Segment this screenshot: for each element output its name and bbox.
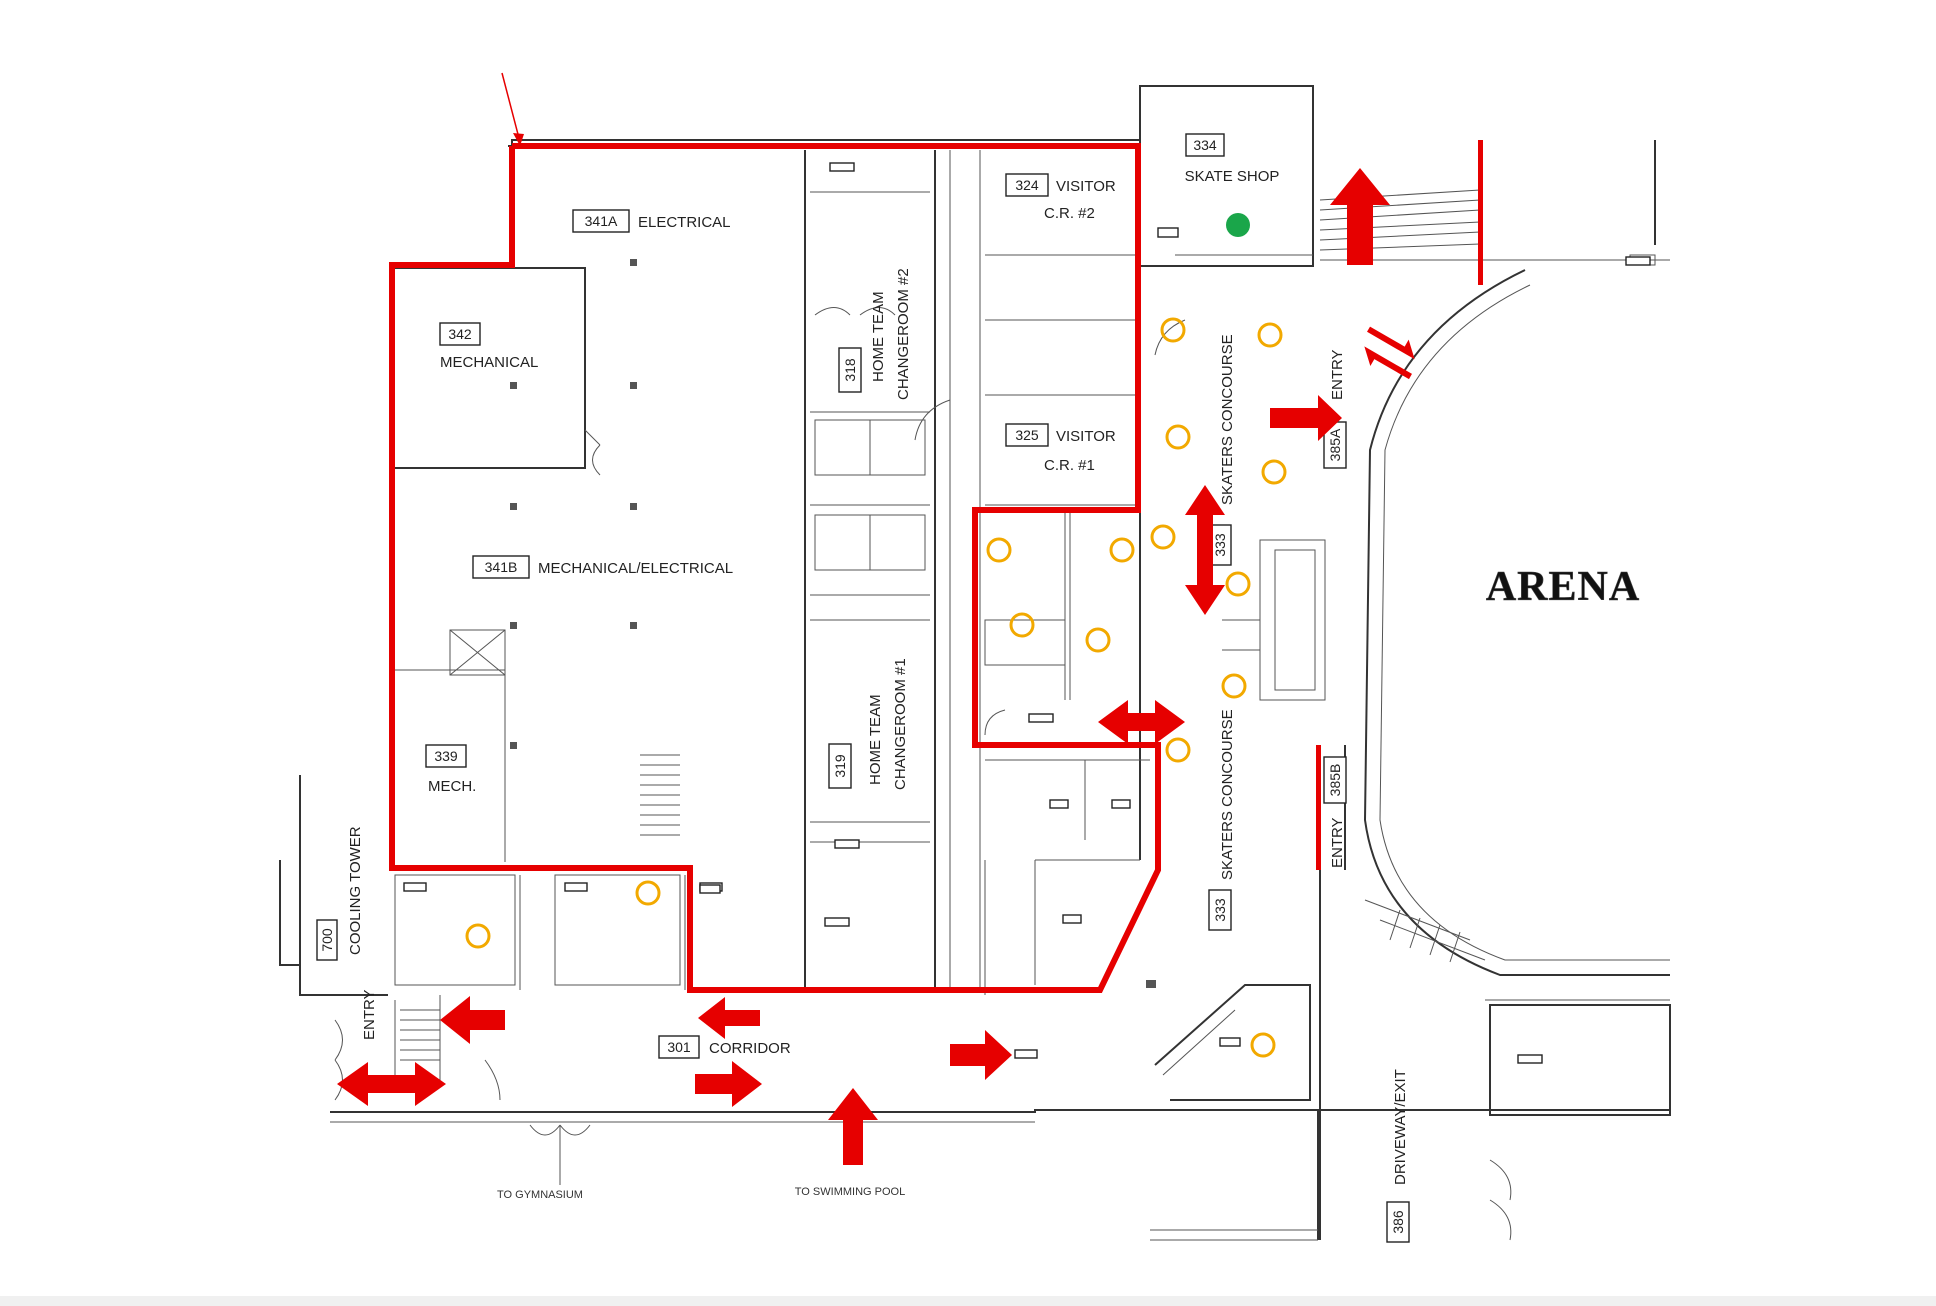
arrow-horizontal-corridor [1098, 700, 1185, 744]
room-342-name: MECHANICAL [440, 354, 538, 371]
barrier-385b [1316, 745, 1321, 870]
left-entry-label: ENTRY [361, 989, 378, 1040]
arrow-horizontal-left-entry [337, 1062, 446, 1106]
room-325-name: VISITOR [1056, 428, 1116, 445]
room-301-name: CORRIDOR [709, 1040, 791, 1057]
arrow-diagonal-entry [1364, 326, 1415, 380]
room-301-number: 301 [667, 1039, 691, 1055]
ring-marker [1150, 524, 1176, 550]
arrow-vertical-concourse [1185, 485, 1225, 615]
arrow-left-stairs [440, 996, 505, 1044]
arrow-up-skate-shop [1330, 168, 1390, 265]
room-385b-name: ENTRY [1329, 817, 1346, 868]
room-319-number: 319 [832, 754, 848, 778]
ring-marker [635, 880, 661, 906]
room-385a-number: 385A [1327, 428, 1343, 461]
bottom-strip [0, 1296, 1936, 1306]
room-341b-number: 341B [485, 559, 518, 575]
room-341a-name: ELECTRICAL [638, 214, 731, 231]
room-labels: 334 SKATE SHOP 324 VISITOR C.R. #2 341A … [316, 133, 1640, 1243]
room-339-name: MECH. [428, 778, 476, 795]
room-333-lower-number: 333 [1212, 898, 1228, 922]
restricted-zone-outline [389, 72, 1161, 993]
room-700-name: COOLING TOWER [347, 826, 364, 955]
ring-marker [1165, 424, 1191, 450]
room-334-number: 334 [1193, 137, 1217, 153]
room-385b-number: 385B [1327, 764, 1343, 797]
arrow-right-corridor [695, 1061, 762, 1107]
room-700-number: 700 [319, 928, 335, 952]
room-324-subname: C.R. #2 [1044, 205, 1095, 222]
room-318-name: HOME TEAM [870, 291, 887, 382]
room-318-subname: CHANGEROOM #2 [895, 268, 912, 400]
room-333-lower-name: SKATERS CONCOURSE [1219, 709, 1236, 880]
ring-marker [1109, 537, 1135, 563]
to-swimming-pool-label: TO SWIMMING POOL [795, 1186, 905, 1198]
ring-marker [1009, 612, 1035, 638]
ring-marker [1160, 317, 1186, 343]
room-318-number: 318 [842, 358, 858, 382]
arena-label: ARENA [1486, 564, 1640, 610]
room-386-name: DRIVEWAY/EXIT [1392, 1069, 1409, 1185]
room-341b-name: MECHANICAL/ELECTRICAL [538, 560, 733, 577]
barrier-skate-shop-right [1478, 140, 1483, 285]
ring-marker [1085, 627, 1111, 653]
room-319-subname: CHANGEROOM #1 [892, 658, 909, 790]
room-339-number: 339 [434, 748, 458, 764]
ring-marker [1225, 571, 1251, 597]
ring-marker [1221, 673, 1247, 699]
arrow-left-corridor [698, 997, 760, 1039]
ring-marker [1165, 737, 1191, 763]
minor-room-tags [403, 162, 1651, 1064]
room-334-name: SKATE SHOP [1185, 168, 1280, 185]
room-324-number: 324 [1015, 177, 1039, 193]
to-gymnasium-label: TO GYMNASIUM [497, 1189, 583, 1201]
ring-marker [986, 537, 1012, 563]
room-325-subname: C.R. #1 [1044, 457, 1095, 474]
room-333-upper-number: 333 [1212, 533, 1228, 557]
room-325-number: 325 [1015, 427, 1039, 443]
room-341a-number: 341A [585, 213, 618, 229]
arrow-up-pool [828, 1088, 878, 1165]
room-333-upper-name: SKATERS CONCOURSE [1219, 334, 1236, 505]
ring-marker [1250, 1032, 1276, 1058]
room-319-name: HOME TEAM [867, 694, 884, 785]
egress-arrows [337, 140, 1483, 1165]
arrow-right-385a [1270, 395, 1342, 441]
room-324-name: VISITOR [1056, 178, 1116, 195]
ring-marker [1261, 459, 1287, 485]
ring-marker [465, 923, 491, 949]
green-dot-marker [1226, 213, 1250, 237]
room-342-number: 342 [448, 326, 472, 342]
room-386-number: 386 [1390, 1210, 1406, 1234]
ring-marker [1257, 322, 1283, 348]
markers [465, 213, 1287, 1058]
arrow-right-vestibule [950, 1030, 1012, 1080]
room-385a-name: ENTRY [1329, 349, 1346, 400]
